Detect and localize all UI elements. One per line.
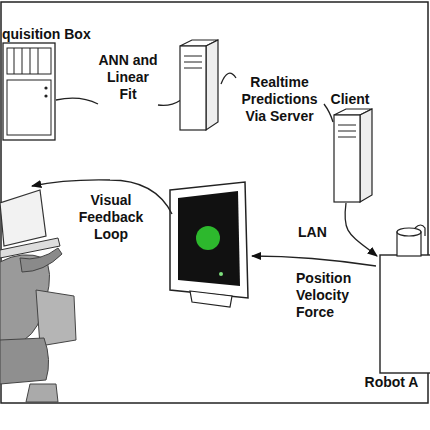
frame — [1, 2, 428, 403]
link-label: LAN — [298, 224, 327, 241]
link-note: Realtime Predictions Via Server — [232, 74, 327, 125]
network-link — [345, 203, 377, 256]
loop-note: Visual Feedback Loop — [74, 192, 148, 243]
processing-note: ANN and Linear Fit — [98, 52, 158, 103]
state-arrow — [252, 256, 376, 266]
monitor — [170, 182, 248, 307]
node-label: Client — [328, 91, 372, 107]
wire — [56, 98, 98, 104]
node-label: quisition Box — [2, 26, 93, 42]
client-computer: Client — [328, 91, 372, 203]
wire — [158, 100, 181, 105]
tower-icon — [330, 107, 374, 203]
server-tower — [180, 40, 218, 130]
robot-arm: Robot A — [355, 222, 428, 390]
node-label: Robot A — [355, 374, 428, 390]
wire — [221, 73, 236, 84]
acquisition-rack: quisition Box — [2, 26, 93, 142]
signal-note: Position Velocity Force — [296, 270, 364, 321]
robot-icon — [355, 222, 430, 374]
rack-icon — [2, 42, 57, 142]
operator-figure — [0, 190, 76, 402]
